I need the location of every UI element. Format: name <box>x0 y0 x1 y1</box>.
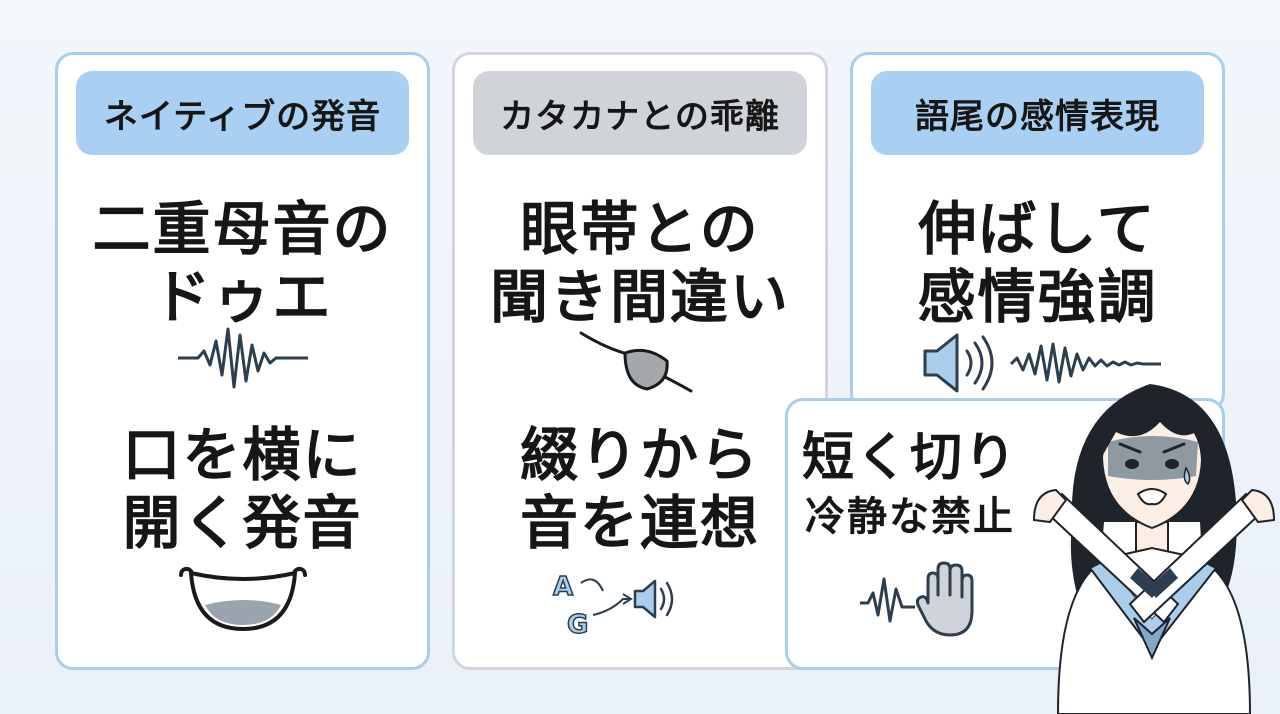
top-line-2: 感情強調 <box>917 263 1158 331</box>
bottom-line-2: 冷静な禁止 <box>805 494 1015 540</box>
card-header-katakana: カタカナとの乖離 <box>473 71 807 155</box>
card-ending-emotion: 語尾の感情表現 伸ばして 感情強調 <box>850 52 1225 412</box>
card-top-text-native: 二重母音の ドゥエ <box>58 195 427 331</box>
card-header-native: ネイティブの発音 <box>76 71 409 155</box>
card-native-pronunciation: ネイティブの発音 二重母音の ドゥエ 口を横に 開く発音 <box>55 52 430 670</box>
top-line-2: ドゥエ <box>152 263 333 331</box>
card-katakana-gap: カタカナとの乖離 眼帯との 聞き間違い 綴りから 音を連想 A G <box>452 52 828 670</box>
speaker-icon <box>923 333 994 393</box>
smiling-mouth-icon <box>179 566 307 631</box>
stop-hand-icon <box>915 561 974 637</box>
bottom-line-1: 綴りから <box>519 421 760 489</box>
top-line-1: 眼帯との <box>520 195 760 263</box>
letter-g: G <box>567 610 588 640</box>
bottom-line-1: 口を横に <box>122 421 363 489</box>
top-line-1: 二重母音の <box>92 195 393 263</box>
eyepatch-icon <box>579 331 693 393</box>
top-line-1: 伸ばして <box>918 195 1157 263</box>
card-top-text-ending: 伸ばして 感情強調 <box>853 195 1222 331</box>
short-wave-icon <box>860 577 915 623</box>
top-line-2: 聞き間違い <box>489 263 790 331</box>
bottom-line-1: 短く切り <box>801 428 1018 488</box>
girl-crossed-arms-illustration <box>1032 384 1276 714</box>
letter-a: A <box>553 572 573 602</box>
card-top-text-katakana: 眼帯との 聞き間違い <box>455 195 825 331</box>
card-bottom-text-ending: 短く切り 冷静な禁止 <box>788 427 1032 545</box>
bottom-line-2: 音を連想 <box>519 489 760 557</box>
letters-to-speaker-icon: A G <box>552 571 674 641</box>
card-header-ending: 語尾の感情表現 <box>871 71 1204 155</box>
sound-wave-icon <box>178 327 308 389</box>
long-wave-icon <box>1009 342 1161 384</box>
bottom-line-2: 開く発音 <box>122 489 363 557</box>
card-bottom-text-native: 口を横に 開く発音 <box>58 421 427 557</box>
card-bottom-text-katakana: 綴りから 音を連想 <box>455 421 825 557</box>
